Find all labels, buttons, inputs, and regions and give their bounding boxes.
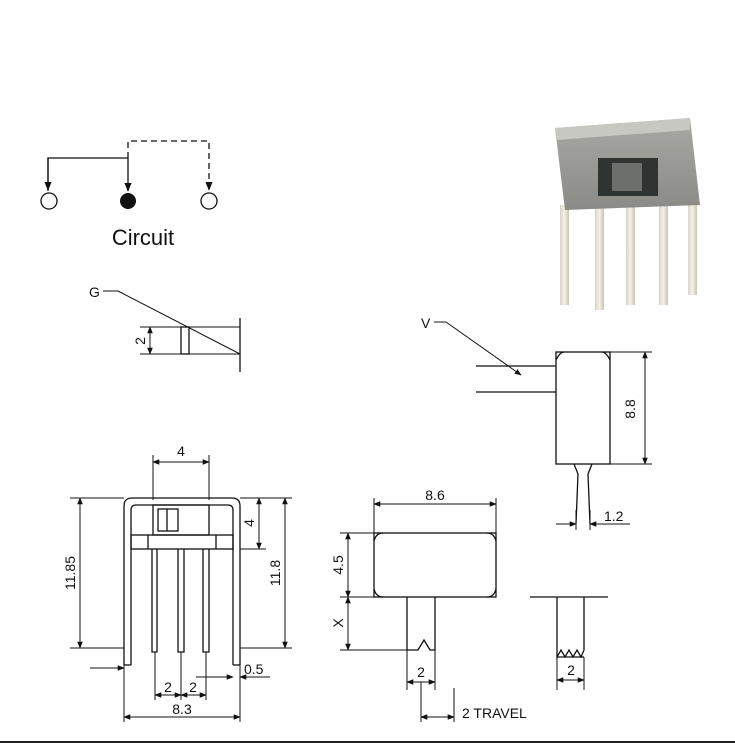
terminal-open-left xyxy=(40,192,58,210)
dim-knob-width-alt: 2 xyxy=(567,662,575,678)
v-detail: V 8.8 1.2 xyxy=(421,315,652,530)
dim-pin-offset: 0.5 xyxy=(244,661,264,677)
dim-g-height: 2 xyxy=(132,337,148,345)
terminal-common xyxy=(120,193,136,209)
dim-pitch-b: 2 xyxy=(189,679,197,695)
dim-top-width: 4 xyxy=(177,443,185,459)
terminal-open-right xyxy=(200,192,218,210)
dim-v-height: 8.8 xyxy=(622,399,638,419)
dim-body-width: 8.3 xyxy=(172,701,192,717)
label-g: G xyxy=(89,284,100,300)
circuit-caption: Circuit xyxy=(112,225,174,250)
label-v: V xyxy=(421,315,431,331)
side-view: 8.6 4.5 X 2 2 TRAVEL xyxy=(330,487,527,722)
dim-side-width: 8.6 xyxy=(425,487,445,503)
dim-pitch-a: 2 xyxy=(164,679,172,695)
label-x: X xyxy=(330,618,346,628)
slide-switch-photo xyxy=(555,118,700,310)
dim-side-height: 4.5 xyxy=(330,555,346,575)
alt-knob-view: 2 xyxy=(530,596,608,690)
front-view: 4 11.85 4 11.8 0.5 xyxy=(62,443,292,722)
label-travel: 2 TRAVEL xyxy=(462,705,527,721)
dim-overall-height-left: 11.85 xyxy=(62,556,78,590)
g-detail: G 2 xyxy=(89,284,241,372)
dim-knob-width: 2 xyxy=(417,664,425,680)
dim-overall-height-right: 11.8 xyxy=(267,560,283,586)
dim-actuator-height: 4 xyxy=(241,519,257,527)
dim-v-pin: 1.2 xyxy=(604,508,624,524)
circuit-diagram: Circuit xyxy=(40,140,218,250)
